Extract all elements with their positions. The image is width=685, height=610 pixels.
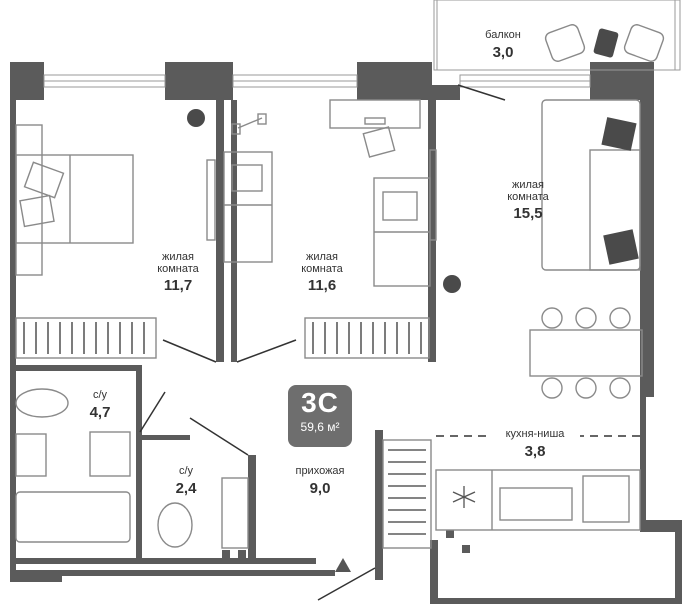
- dining-table: [529, 329, 643, 377]
- label-bathroom-main-area: 4,7: [89, 403, 111, 421]
- label-balcony: балкон 3,0: [468, 29, 538, 61]
- label-living-room-area: 15,5: [513, 205, 543, 223]
- label-bathroom-main-name: с/у: [92, 389, 108, 401]
- toilet-main: [15, 388, 69, 418]
- kitchen-counter: [435, 469, 641, 531]
- decor: [187, 28, 639, 293]
- label-bedroom-middle-name: жилая комната: [301, 251, 343, 275]
- dumbbell-icon: [231, 113, 267, 135]
- bathtub: [15, 491, 131, 543]
- apartment-total-area: 59,6 м²: [300, 420, 340, 434]
- label-living-room-name: жилая комната: [507, 179, 549, 203]
- label-balcony-area: 3,0: [492, 43, 514, 61]
- cushion-2: [603, 229, 639, 265]
- dining-chairs: [541, 307, 631, 399]
- label-bedroom-left-area: 11,7: [163, 277, 193, 295]
- sink-main: [15, 433, 47, 477]
- balcony-chair-1: [544, 24, 586, 62]
- wardrobe-hatches: [23, 322, 426, 535]
- label-hallway-name: прихожая: [295, 465, 345, 477]
- windows: [43, 0, 681, 88]
- label-living-room: жилая комната 15,5: [488, 179, 568, 223]
- washer: [89, 431, 131, 477]
- wardrobe-hallway: [382, 439, 432, 549]
- label-bedroom-middle: жилая комната 11,6: [282, 251, 362, 295]
- snowflake-icon: [452, 486, 476, 508]
- label-hallway-area: 9,0: [309, 479, 331, 497]
- label-bathroom-small-name: с/у: [178, 465, 194, 477]
- furniture: [15, 24, 665, 549]
- double-bed: [15, 154, 134, 244]
- apartment-badge: 3С 59,6 м²: [288, 385, 352, 447]
- kitchen-sink: [582, 475, 630, 523]
- label-kitchen-niche: кухня-ниша 3,8: [490, 428, 580, 460]
- label-kitchen-niche-area: 3,8: [524, 442, 546, 460]
- label-bathroom-small-area: 2,4: [175, 479, 197, 497]
- label-bathroom-small: с/у 2,4: [156, 465, 216, 497]
- wardrobe-middle: [304, 317, 430, 359]
- label-kitchen-niche-name: кухня-ниша: [505, 428, 565, 440]
- single-bed: [223, 151, 273, 263]
- label-bedroom-left-name: жилая комната: [157, 251, 199, 275]
- entrance-arrow-icon: [335, 558, 351, 572]
- toilet-small: [157, 502, 193, 548]
- stove: [499, 487, 573, 521]
- walls: [10, 62, 682, 604]
- balcony-table: [593, 28, 619, 58]
- balcony-chair-2: [623, 24, 665, 62]
- sink-small: [221, 477, 249, 549]
- wardrobe-left: [15, 317, 157, 359]
- label-balcony-name: балкон: [485, 29, 521, 41]
- cushion-1: [601, 117, 637, 151]
- label-bathroom-main: с/у 4,7: [70, 389, 130, 421]
- desk: [329, 99, 421, 129]
- label-bedroom-left: жилая комната 11,7: [138, 251, 218, 295]
- label-hallway: прихожая 9,0: [280, 465, 360, 497]
- plant-2: [443, 275, 461, 293]
- bed-headboard: [15, 124, 43, 276]
- apartment-type-code: 3С: [301, 387, 339, 418]
- label-bedroom-middle-area: 11,6: [307, 277, 337, 295]
- plant-1: [187, 109, 205, 127]
- floor-markers: [222, 550, 246, 558]
